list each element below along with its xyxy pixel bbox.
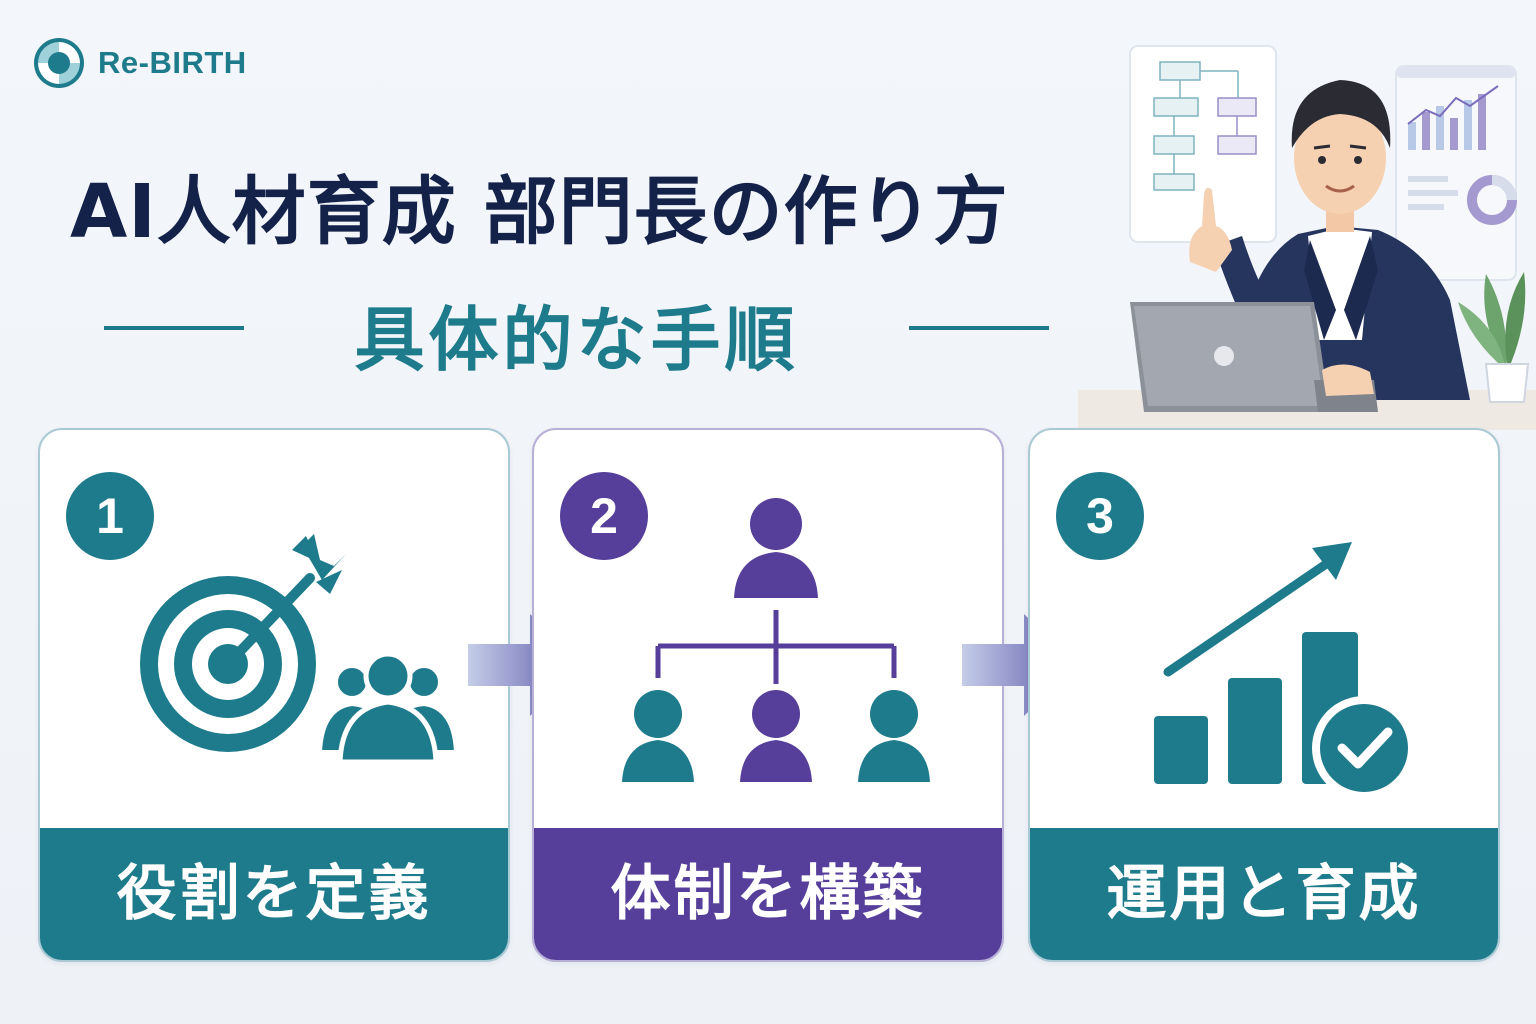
subtitle-rule-right	[909, 326, 1049, 330]
flowchart-board-icon	[1129, 45, 1277, 243]
brand-logo[interactable]: Re-BIRTH	[32, 36, 247, 90]
subtitle-row: 具体的な手順	[104, 284, 1049, 381]
plant-icon	[1458, 272, 1530, 403]
dashboard-board-icon	[1395, 65, 1517, 281]
step-label-3: 運用と育成	[1030, 828, 1498, 960]
page-title: AI人材育成 部門長の作り方	[70, 169, 1009, 255]
org-chart-icon	[622, 498, 930, 782]
step-label-2: 体制を構築	[534, 828, 1002, 960]
step-card-3[interactable]: 3 運用と育成	[1028, 428, 1500, 962]
step-card-1[interactable]: 1 役割を定義	[38, 428, 510, 962]
step-number-badge-3: 3	[1056, 472, 1144, 560]
hero-illustration	[1078, 45, 1536, 430]
step-number-badge-1: 1	[66, 472, 154, 560]
man-illustration	[1130, 80, 1470, 412]
subtitle-rule-left	[104, 326, 244, 330]
brand-name: Re-BIRTH	[98, 45, 247, 80]
step-card-2[interactable]: 2 体制を構築	[532, 428, 1004, 962]
page-subtitle: 具体的な手順	[354, 299, 799, 381]
step-number-badge-2: 2	[560, 472, 648, 560]
swirl-logo-icon	[34, 38, 84, 88]
step-label-1: 役割を定義	[40, 828, 508, 960]
growth-chart-check-icon	[1154, 542, 1416, 800]
target-team-icon	[140, 534, 459, 765]
